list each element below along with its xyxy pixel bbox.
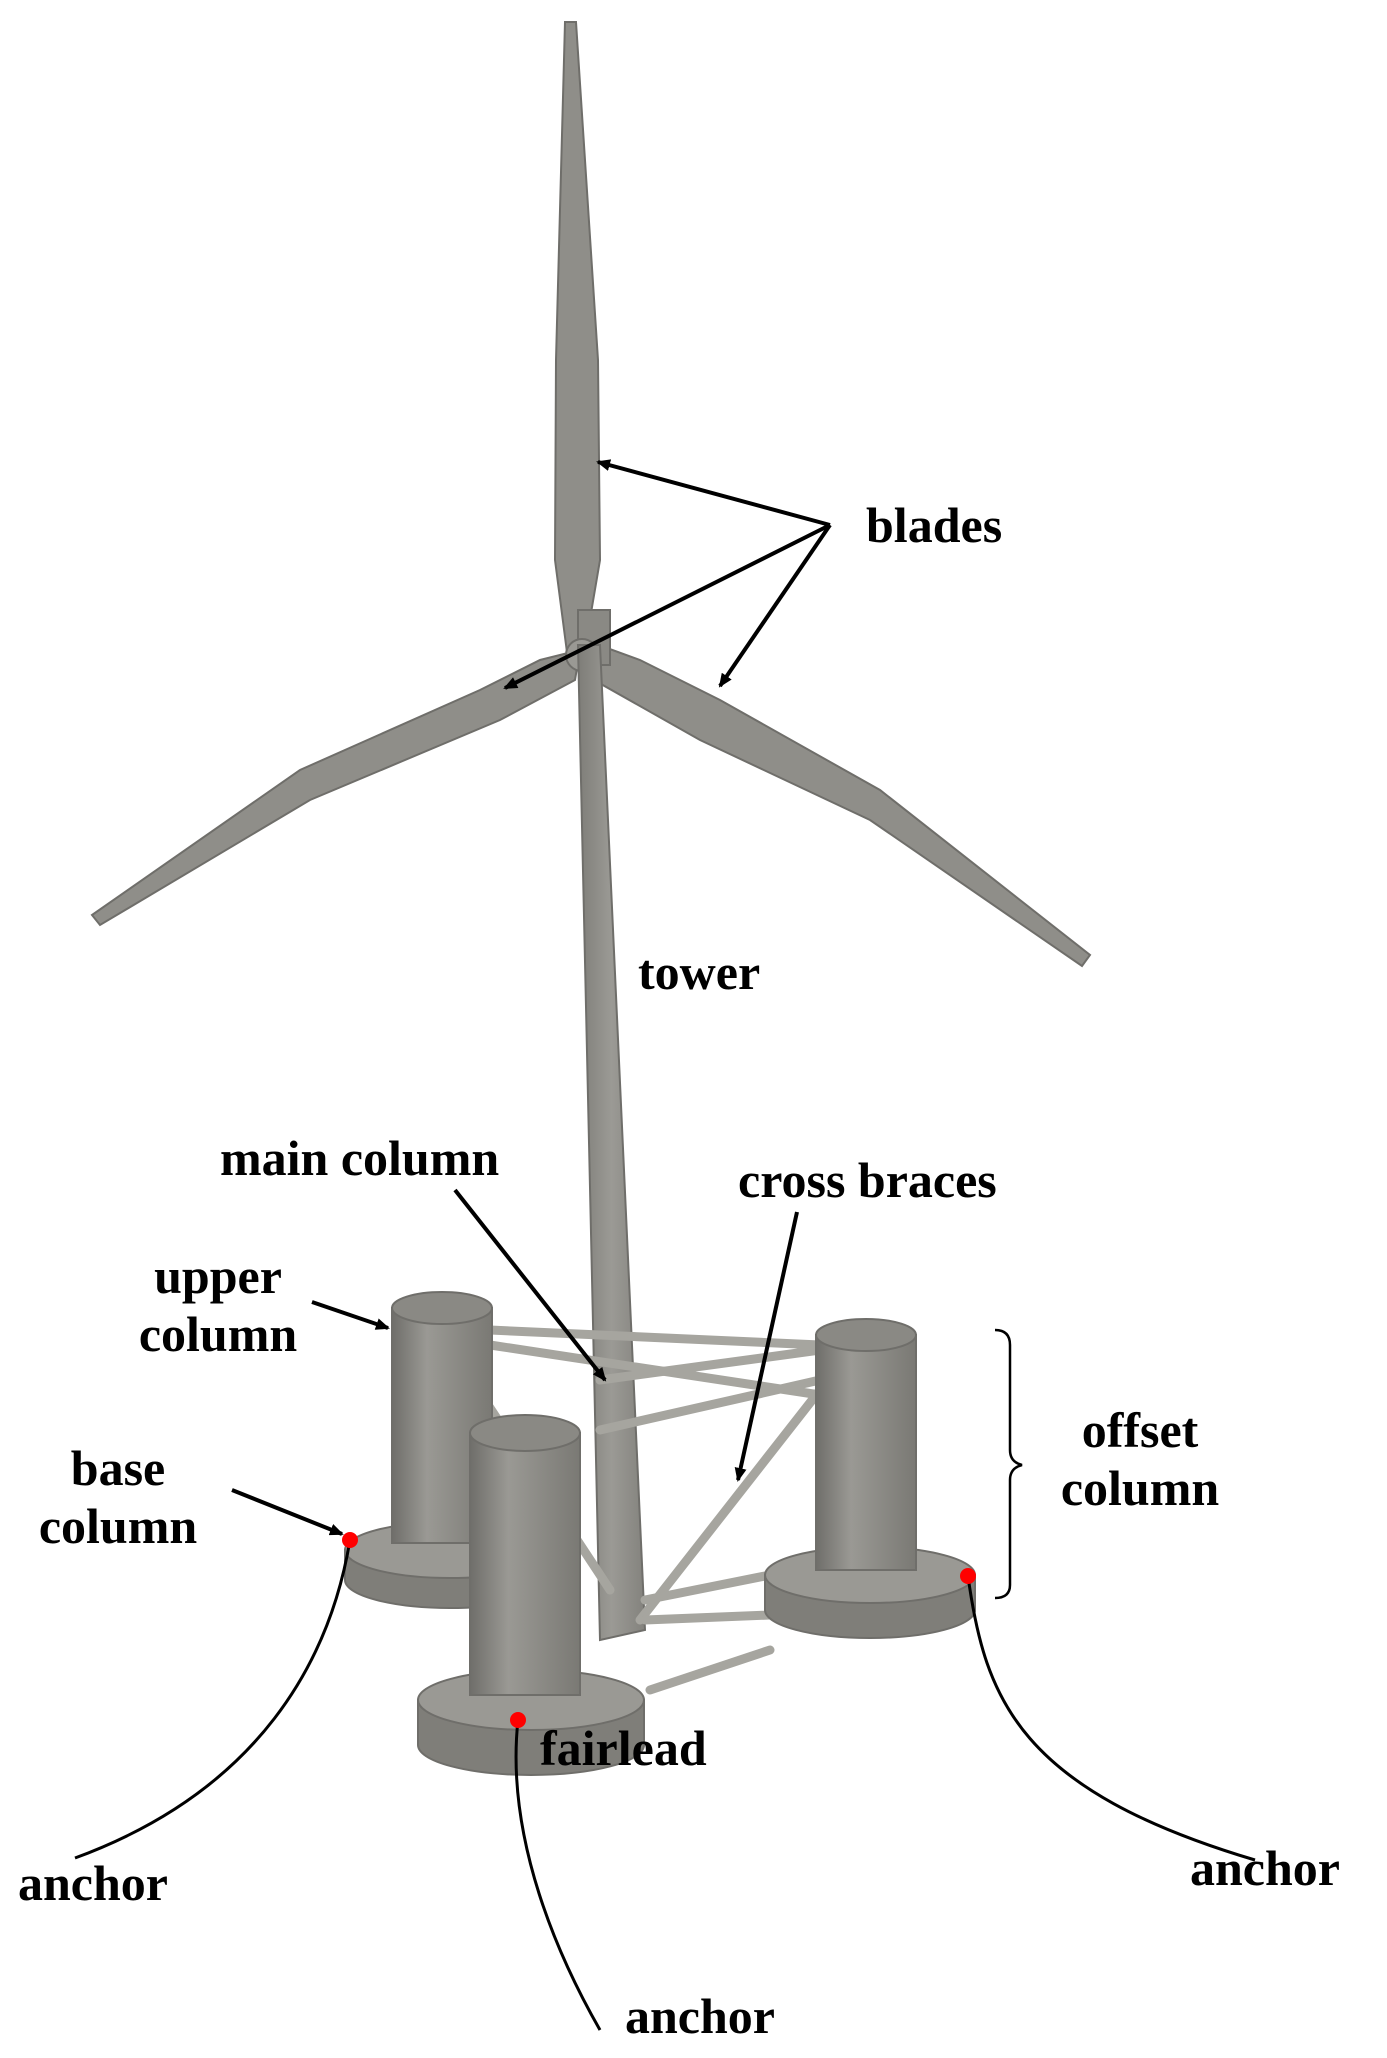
blade-right (584, 638, 1092, 968)
cross-braces-arrow (734, 1211, 799, 1482)
annotation-arrows (231, 459, 832, 1536)
label-base-column-line1: base (70, 1440, 166, 1496)
label-tower: tower (638, 944, 761, 1000)
label-cross-braces: cross braces (738, 1152, 997, 1208)
fairlead-marker-left (342, 1532, 358, 1548)
blade-top (553, 21, 602, 661)
blades-arrow-3 (718, 523, 832, 688)
label-upper-column-line1: upper (154, 1248, 282, 1304)
blades-arrow-1 (596, 459, 831, 527)
mooring-line-left (74, 1539, 352, 1860)
main-column-arrow (453, 1188, 607, 1382)
label-upper-column-line2: column (138, 1305, 298, 1362)
base-column-arrow (231, 1488, 344, 1536)
label-fairlead: fairlead (540, 1720, 707, 1776)
offset-column-bracket (994, 1328, 1023, 1600)
fairlead-marker-front (510, 1712, 526, 1728)
label-blades: blades (866, 497, 1003, 553)
label-offset-column-line2: column (1060, 1459, 1220, 1516)
offset-column-right (764, 1318, 976, 1639)
mooring-lines (74, 1539, 1256, 2031)
fairlead-marker-right (960, 1568, 976, 1584)
upper-column-arrow (311, 1300, 390, 1330)
blades-arrow-2 (503, 523, 831, 690)
label-base-column-line2: column (38, 1497, 198, 1554)
label-offset-column: offset column (1040, 1402, 1240, 1517)
mooring-line-front (514, 1719, 602, 2031)
label-base-column: base column (18, 1440, 218, 1555)
label-offset-column-line1: offset (1081, 1402, 1199, 1458)
label-upper-column: upper column (118, 1248, 318, 1363)
offset-column-front (417, 1414, 645, 1776)
mooring-line-right (966, 1575, 1256, 1862)
tower-shape (576, 644, 647, 1642)
label-anchor-left: anchor (18, 1855, 168, 1911)
label-anchor-bottom: anchor (625, 1988, 775, 2044)
label-main-column: main column (220, 1130, 500, 1186)
blade-left (90, 648, 582, 927)
label-anchor-right: anchor (1190, 1840, 1340, 1896)
